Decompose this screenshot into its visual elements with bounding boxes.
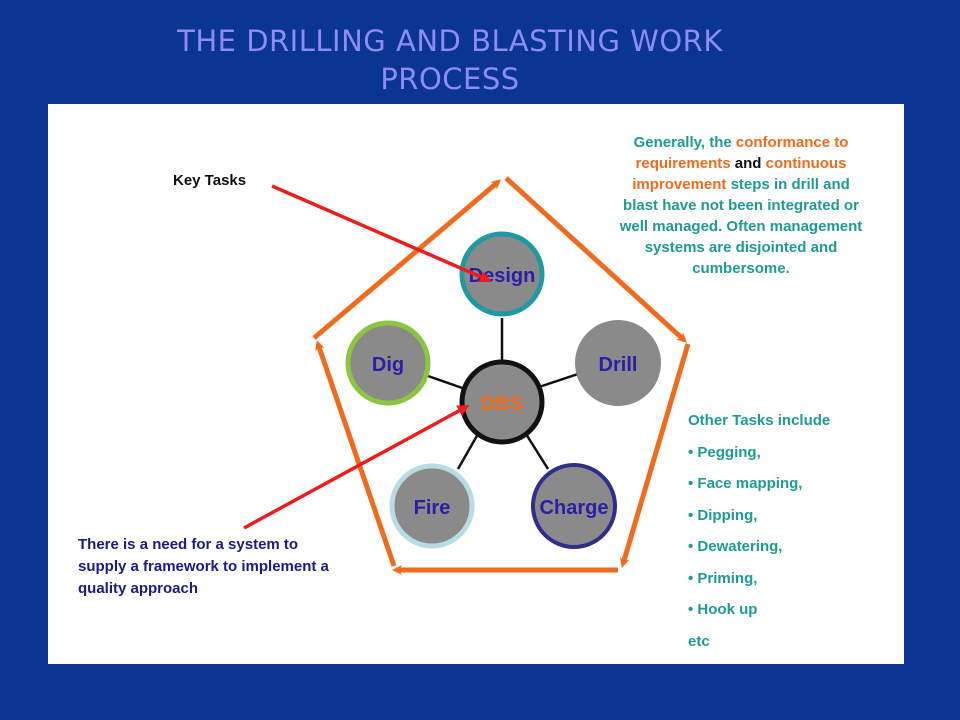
node-drill: Drill — [575, 320, 661, 406]
node-charge-label: Charge — [540, 497, 609, 519]
quality-approach-note: There is a need for a system to supply a… — [78, 536, 329, 597]
node-charge: Charge — [531, 463, 617, 549]
conformance-note: Generally, the conformance to requiremen… — [619, 134, 863, 277]
pointer-arrows — [243, 184, 492, 530]
other-tasks-list: • Pegging, • Face mapping, • Dipping, • … — [688, 442, 830, 652]
list-item: • Priming, — [688, 569, 758, 587]
other-tasks: Other Tasks include • Pegging, • Face ma… — [688, 410, 830, 652]
node-center-label: DBS — [481, 393, 523, 415]
list-item: • Hook up — [688, 601, 758, 618]
list-item: • Pegging, — [688, 443, 761, 461]
slide-title: THE DRILLING AND BLASTING WORK PROCESS — [0, 22, 900, 98]
key-tasks-label: Key Tasks — [173, 172, 247, 189]
node-fire-label: Fire — [414, 497, 451, 519]
spokes — [427, 318, 579, 470]
title-line-1: THE DRILLING AND BLASTING WORK — [177, 24, 723, 58]
other-tasks-footer: etc — [688, 632, 710, 650]
node-dig: Dig — [345, 320, 431, 406]
other-tasks-heading: Other Tasks include — [688, 412, 831, 429]
pointer-arrow-icon — [243, 405, 470, 530]
highlight-improvement: continuous improvement — [632, 155, 847, 193]
cycle-arrow-icon — [315, 340, 397, 567]
highlight-conformance: conformance to requirements — [635, 134, 849, 172]
list-item: • Face mapping, — [688, 475, 803, 492]
title-line-2: PROCESS — [380, 62, 520, 96]
node-drill-label: Drill — [599, 354, 638, 376]
cycle-arrows — [312, 176, 691, 575]
cycle-arrow-icon — [504, 176, 687, 343]
node-design: Design — [459, 231, 545, 317]
node-fire: Fire — [389, 463, 475, 549]
dbs-diagram: Design Drill Charge Fire Dig DBS — [243, 176, 691, 575]
diagram-panel: Design Drill Charge Fire Dig DBS Key Tas… — [48, 104, 904, 664]
list-item: • Dewatering, — [688, 538, 783, 555]
cycle-arrow-icon — [312, 179, 502, 340]
pointer-arrow-icon — [271, 184, 492, 283]
node-dig-label: Dig — [372, 354, 404, 376]
list-item: • Dipping, — [688, 506, 758, 524]
node-center-dbs: DBS — [459, 359, 545, 445]
cycle-arrow-icon — [619, 343, 691, 568]
highlight-and: and — [734, 155, 762, 172]
